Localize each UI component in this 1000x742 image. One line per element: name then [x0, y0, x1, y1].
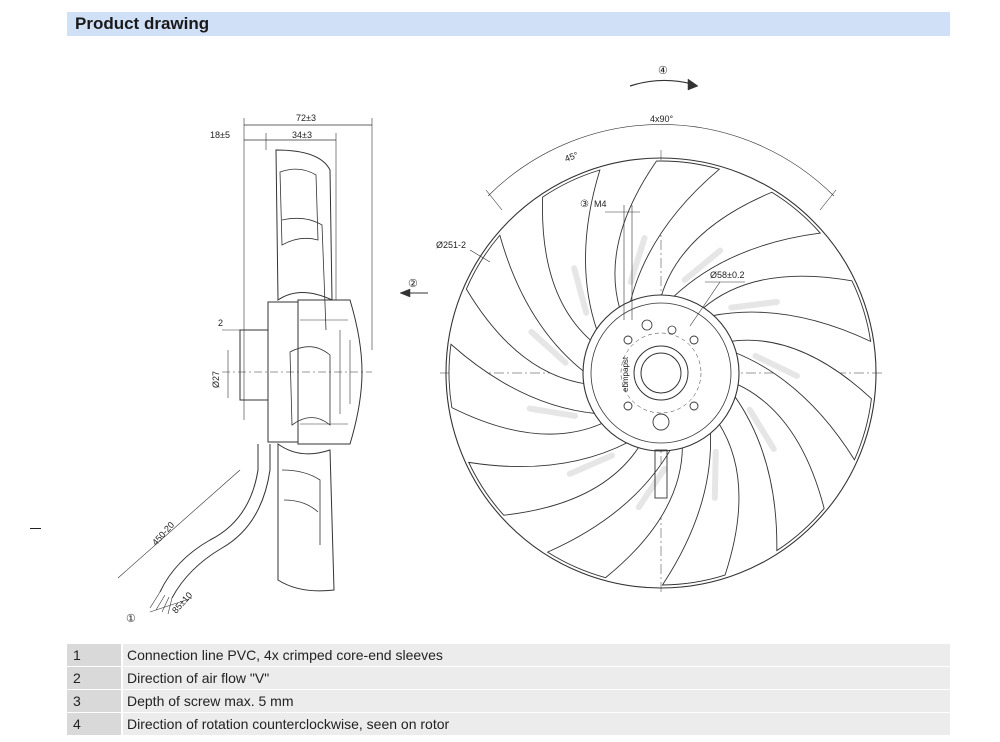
legend-text: Direction of air flow "V" [123, 667, 950, 689]
legend-row: 3 Depth of screw max. 5 mm [67, 690, 950, 712]
fan-blade [701, 275, 872, 343]
blade-rib [635, 465, 668, 511]
blade-rib [566, 452, 616, 477]
product-drawing: 72±3 18±5 34±3 2 Ø27 450-2 [117, 65, 885, 625]
dim-bolt-circle: Ø58±0.2 [710, 270, 744, 280]
legend-num: 2 [67, 667, 121, 689]
legend-num: 3 [67, 690, 121, 712]
callout-airflow: ② [408, 278, 418, 290]
blade-rib [711, 448, 719, 501]
legend-row: 1 Connection line PVC, 4x crimped core-e… [67, 644, 950, 666]
rotation-arrow-icon [687, 78, 699, 91]
margin-mark [30, 528, 41, 529]
blade-rib [746, 406, 777, 452]
blade-rib [528, 328, 569, 366]
hub-label: ebmpapst [621, 356, 630, 392]
legend-num: 1 [67, 644, 121, 666]
screw-label: M4 [594, 199, 607, 209]
callout-screw: ③ [580, 199, 589, 210]
fan-blade [729, 339, 872, 461]
fan-blade [661, 422, 740, 586]
blade-rib [728, 298, 780, 311]
fan-blade [614, 160, 721, 310]
dim-hub-offset: 18±5 [210, 130, 230, 140]
dim-angle: 45° [563, 150, 580, 164]
fan-blades [448, 160, 872, 586]
dim-shaft: Ø27 [211, 371, 221, 388]
fan-blade [448, 343, 605, 435]
fan-blade [733, 383, 825, 552]
legend-table: 1 Connection line PVC, 4x crimped core-e… [67, 644, 950, 736]
blade-rib [752, 352, 800, 379]
dim-cable: 450-20 [150, 520, 176, 548]
callout-rotation: ④ [658, 65, 668, 77]
blade-rib [627, 234, 648, 285]
callout-cable: ① [126, 613, 136, 625]
section-title: Product drawing [75, 14, 210, 33]
section-header: Product drawing [67, 12, 950, 36]
dim-pitch: 4x90° [650, 114, 674, 124]
dim-diameter: Ø251-2 [436, 240, 466, 250]
airflow-arrow-icon [399, 288, 411, 298]
side-view: 72±3 18±5 34±3 2 Ø27 450-2 [117, 113, 373, 625]
fan-blade [542, 169, 601, 343]
blade-rib [681, 247, 724, 283]
dim-cable-end: 85±10 [170, 590, 194, 615]
dim-gap: 2 [218, 318, 223, 328]
dim-blade-depth: 34±3 [292, 130, 312, 140]
hub-ring [582, 294, 740, 452]
legend-row: 4 Direction of rotation counterclockwise… [67, 713, 950, 735]
legend-text: Direction of rotation counterclockwise, … [123, 713, 950, 735]
shaft-bore [633, 345, 689, 401]
legend-row: 2 Direction of air flow "V" [67, 667, 950, 689]
legend-text: Connection line PVC, 4x crimped core-end… [123, 644, 950, 666]
fan-blade [546, 445, 683, 579]
legend-text: Depth of screw max. 5 mm [123, 690, 950, 712]
blade-rib [571, 265, 590, 316]
front-view: ebmpapst Ø251-2 4x90° 45° ③ M4 Ø58±0.2 ②… [399, 65, 885, 595]
fan-blade [465, 234, 587, 385]
blade-rib [526, 405, 579, 419]
dim-overall: 72±3 [296, 113, 316, 123]
legend-num: 4 [67, 713, 121, 735]
fan-blade [467, 441, 641, 516]
fan-blade [660, 191, 822, 299]
